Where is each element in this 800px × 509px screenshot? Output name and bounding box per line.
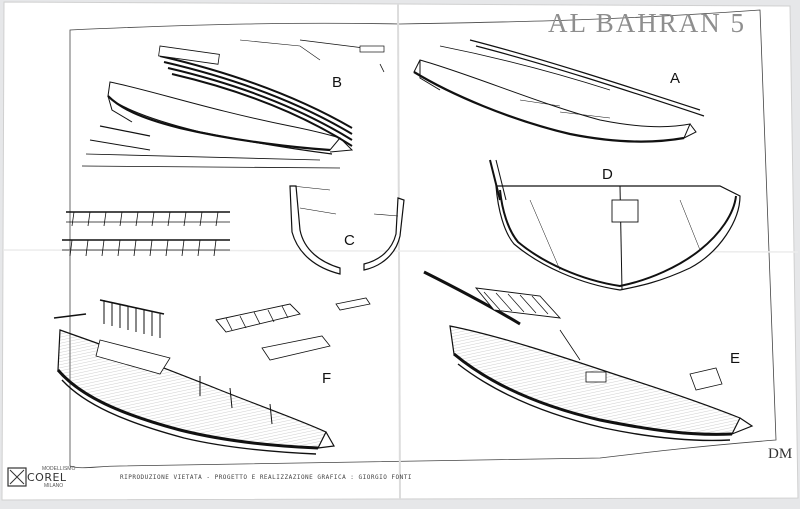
section-label-d: D [602,166,613,183]
section-f-drawing [53,297,371,455]
section-label-f: F [322,370,332,387]
section-label-b: B [332,74,343,91]
logo-city: MILANO [44,483,64,489]
logo-emblem-icon [7,467,27,487]
section-label-a: A [670,70,681,87]
logo-tagline: MODELLISMO [42,466,76,472]
sheet-mark: DM [768,446,793,462]
frames-drawing [62,211,230,257]
section-label-e: E [730,350,741,367]
corel-logo [6,462,64,492]
frame-border [69,9,777,469]
section-d-drawing [489,159,741,291]
plan-title: AL BAHRAN 5 [548,8,747,38]
section-e-drawing [423,270,754,442]
logo-word: COREL [27,471,67,484]
section-a-drawing [413,39,705,143]
section-label-c: C [344,232,355,249]
center-fold [397,3,401,501]
section-b-drawing [81,39,385,169]
credits-line: RIPRODUZIONE VIETATA - PROGETTO E REALIZ… [120,474,412,481]
section-c-drawing [289,185,405,275]
